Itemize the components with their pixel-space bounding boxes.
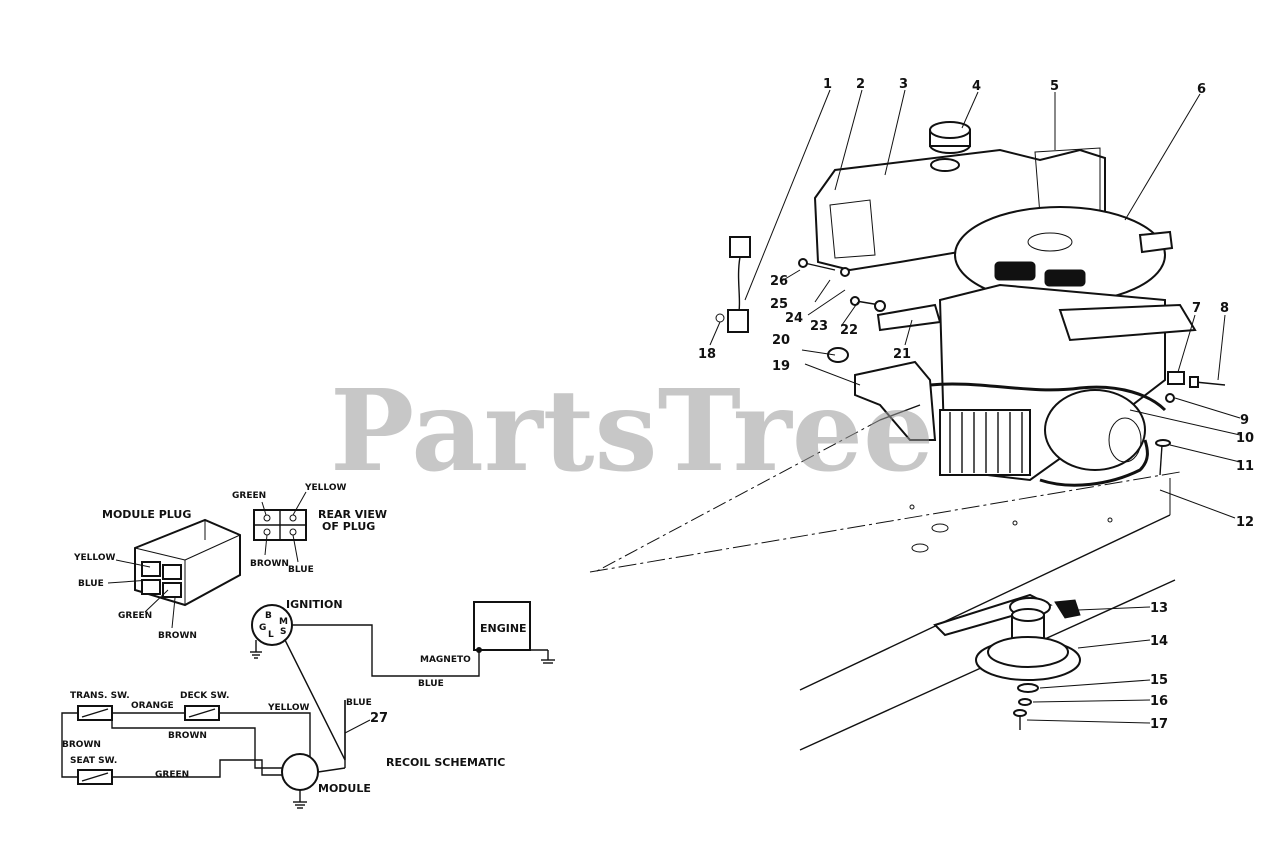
callout-12: 12 [1236,515,1254,530]
callout-13: 13 [1150,601,1168,616]
wiring-schematic: MODULE PLUG YELLOW BLUE GREEN BROWN GREE… [61,483,555,809]
callout-26: 26 [770,274,788,289]
callout-10: 10 [1236,431,1254,446]
callout-2: 2 [856,77,865,92]
module-plug [107,518,241,629]
callout-20: 20 [772,333,790,348]
module-plug-green: GREEN [118,611,152,621]
callout-9: 9 [1240,413,1249,428]
brown-top-wire-label: BROWN [168,731,207,741]
callout-1: 1 [823,77,832,92]
callout-19: 19 [772,359,790,374]
callout-7: 7 [1192,301,1201,316]
callout-27: 27 [370,711,388,726]
deck-switch-label: DECK SW. [180,691,229,701]
magneto-label: MAGNETO [420,655,471,665]
blue-wire-vertical-label: BLUE [346,698,372,708]
brown-left-wire-label: BROWN [62,740,101,750]
ignition-terminal-s: S [280,627,286,637]
module-plug-brown: BROWN [158,631,197,641]
rear-view-green: GREEN [232,491,266,501]
pulley-assembly [933,593,1081,730]
schematic-title: RECOIL SCHEMATIC [386,756,505,769]
callout-22: 22 [840,323,858,338]
rear-view-title-1: REAR VIEW [318,508,387,521]
callout-25: 25 [770,297,788,312]
rear-view-yellow: YELLOW [304,483,346,493]
callout-18: 18 [698,347,716,362]
callout-16: 16 [1150,694,1168,709]
callout-3: 3 [899,77,908,92]
callout-24: 24 [785,311,803,326]
callout-14: 14 [1150,634,1168,649]
yellow-wire-label: YELLOW [267,703,309,713]
ignition-terminal-l: L [268,630,274,640]
green-wire-label: GREEN [155,770,189,780]
callout-4: 4 [972,79,981,94]
seat-switch-label: SEAT SW. [70,756,117,766]
ignition-label: IGNITION [286,598,343,611]
orange-wire-label: ORANGE [131,701,174,711]
module-plug-blue: BLUE [78,579,104,589]
module [281,753,346,809]
watermark: PartsTree [330,366,934,497]
rear-view-blue: BLUE [288,565,314,575]
engine-assembly: 1 2 3 4 5 6 7 8 9 10 11 12 13 14 15 16 1… [589,77,1254,751]
callout-6: 6 [1197,82,1206,97]
blue-wire-label: BLUE [418,679,444,689]
engine-box [473,601,531,651]
leader-lines [594,89,1241,724]
module-plug-yellow: YELLOW [73,553,115,563]
callout-15: 15 [1150,673,1168,688]
blue-wire-magneto [291,624,480,677]
callout-5: 5 [1050,79,1059,94]
rear-view-plug [253,491,307,563]
cylinder-fins [939,409,1031,476]
callout-11: 11 [1236,459,1254,474]
callout-21: 21 [893,347,911,362]
callout-23: 23 [810,319,828,334]
rear-view-brown: BROWN [250,559,289,569]
module-plug-title: MODULE PLUG [102,508,191,521]
ignition-terminal-g: G [259,623,266,633]
callout-17: 17 [1150,717,1168,732]
ignition-terminal-m: M [279,617,288,627]
ignition-terminal-b: B [265,611,272,621]
trans-switch-label: TRANS. SW. [70,691,130,701]
engine-label: ENGINE [480,622,527,635]
rear-view-title-2: OF PLUG [322,520,375,533]
callout-8: 8 [1220,301,1229,316]
module-label: MODULE [318,782,371,795]
